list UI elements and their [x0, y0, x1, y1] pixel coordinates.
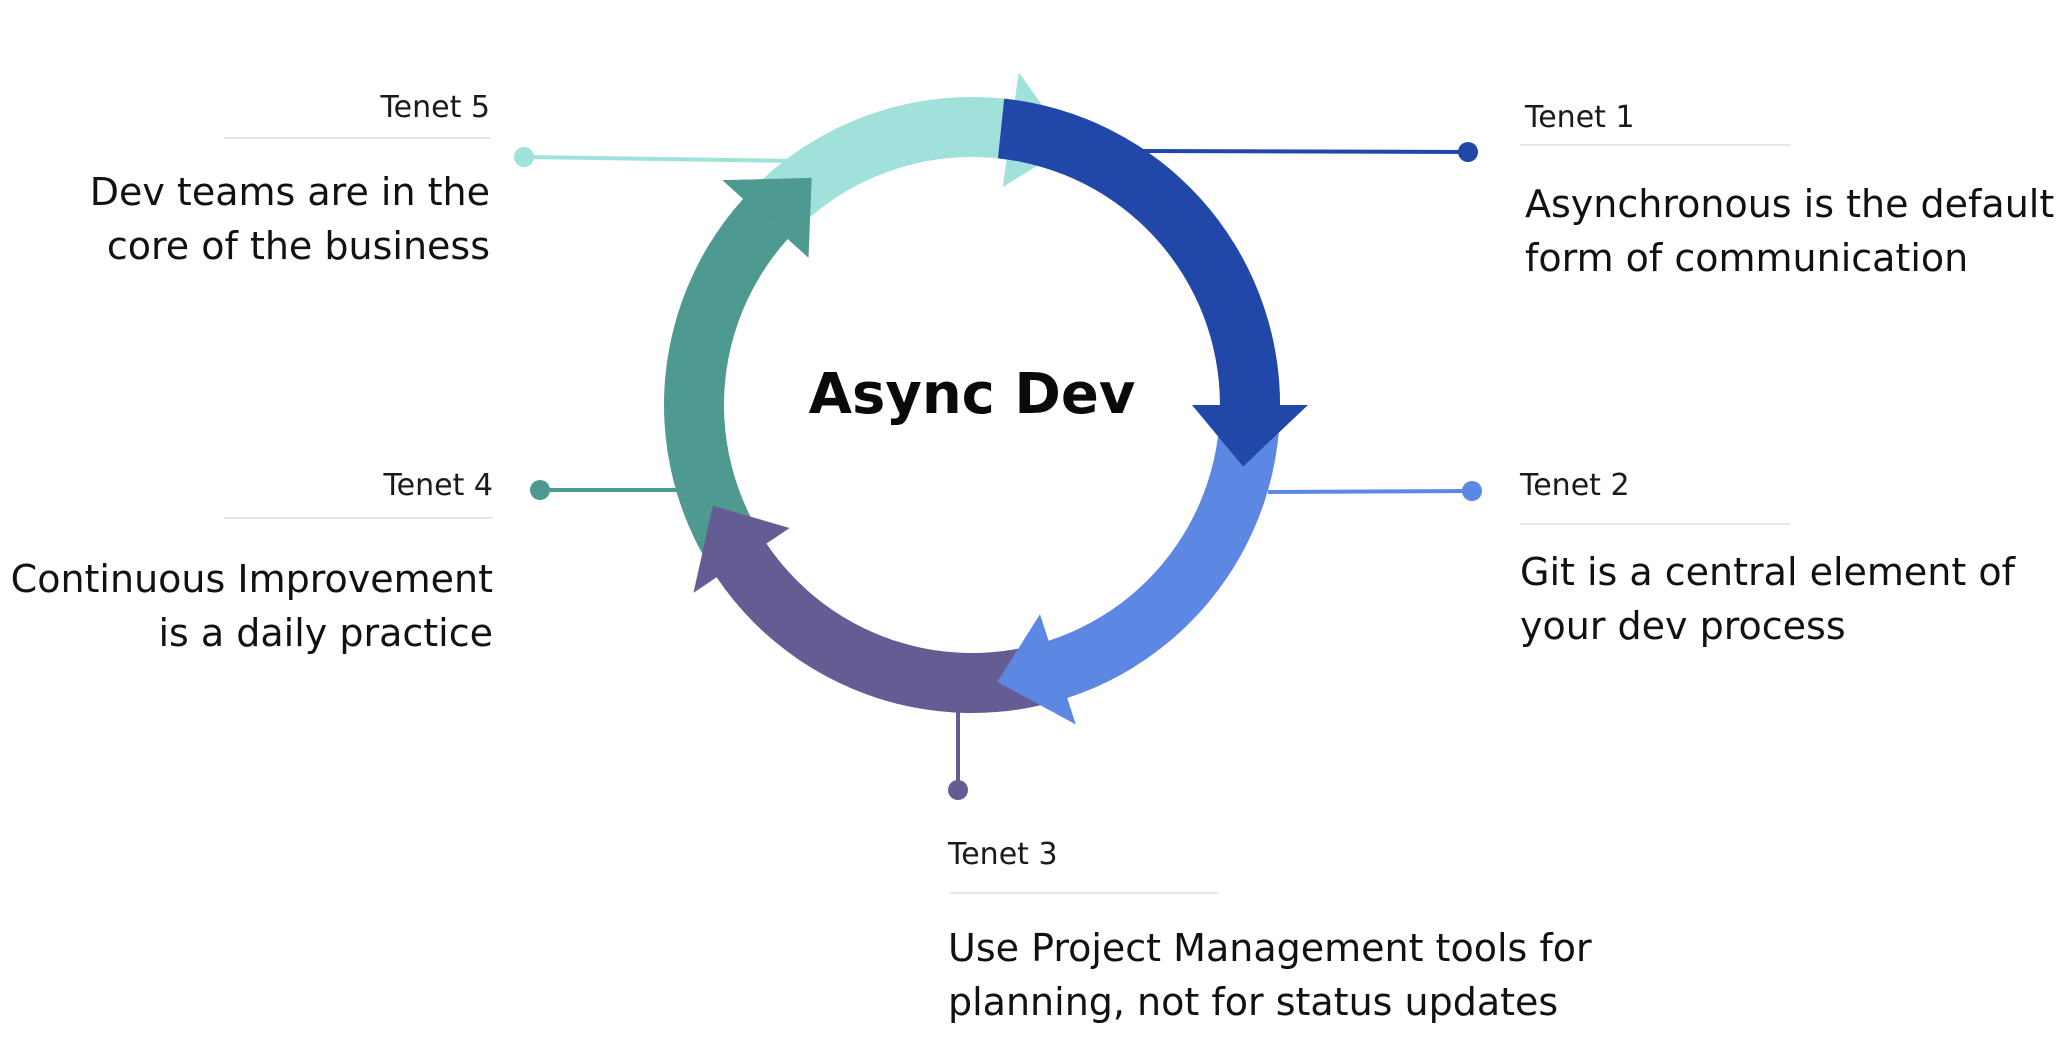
- tenet-5-label: Tenet 5: [380, 90, 490, 125]
- tenet-3-label: Tenet 3: [948, 837, 1058, 872]
- ring-arrowhead-tenet3: [693, 505, 790, 593]
- tenet-4-label: Tenet 4: [383, 468, 493, 503]
- tenet-3-text: Use Project Management tools for plannin…: [948, 921, 1648, 1029]
- ring-arrowhead-tenet4: [722, 177, 812, 258]
- ring-arrowhead-tenet1: [1192, 405, 1308, 467]
- connector-tenet-5: [514, 147, 801, 167]
- tenet-2-rule: [1520, 523, 1790, 525]
- tenet-4-rule: [224, 517, 493, 519]
- tenet-2-line-2: your dev process: [1520, 604, 1846, 648]
- tenet-1-text: Asynchronous is the default form of comm…: [1525, 177, 2055, 285]
- ring-segment-tenet1: [997, 98, 1308, 467]
- tenet-1-rule: [1520, 144, 1790, 146]
- connector-tenet-2: [1267, 481, 1482, 501]
- tenet-2-line-1: Git is a central element of: [1520, 550, 2015, 594]
- tenet-4-line-2: is a daily practice: [158, 611, 493, 655]
- tenet-4-text: Continuous Improvement is a daily practi…: [10, 552, 493, 660]
- tenet-5-line-1: Dev teams are in the: [89, 170, 490, 214]
- tenet-1-line-2: form of communication: [1525, 236, 1969, 280]
- tenet-5-rule: [224, 137, 490, 139]
- connector-tenet-3: [948, 700, 968, 800]
- tenet-5-line-2: core of the business: [106, 224, 490, 268]
- ring-arc-tenet1: [997, 98, 1280, 405]
- tenet-5-text: Dev teams are in the core of the busines…: [40, 165, 490, 273]
- tenet-3-rule: [950, 892, 1218, 894]
- connector-tenet-4: [530, 480, 680, 500]
- ring-segment-tenet4: [664, 177, 812, 634]
- connector-tenet-1: [1129, 142, 1478, 162]
- tenet-3-line-1: Use Project Management tools for: [948, 926, 1592, 970]
- tenet-1-line-1: Asynchronous is the default: [1525, 182, 2055, 226]
- diagram-title: Async Dev: [808, 362, 1136, 427]
- tenet-2-label: Tenet 2: [1520, 468, 1630, 503]
- ring-arrowhead-tenet2: [997, 614, 1076, 725]
- tenet-3-line-2: planning, not for status updates: [948, 980, 1559, 1024]
- cycle-ring: [664, 72, 1308, 725]
- tenet-2-text: Git is a central element of your dev pro…: [1520, 545, 2040, 653]
- ring-arc-tenet4: [664, 198, 807, 634]
- tenet-4-line-1: Continuous Improvement: [10, 557, 493, 601]
- tenet-1-label: Tenet 1: [1525, 100, 1635, 135]
